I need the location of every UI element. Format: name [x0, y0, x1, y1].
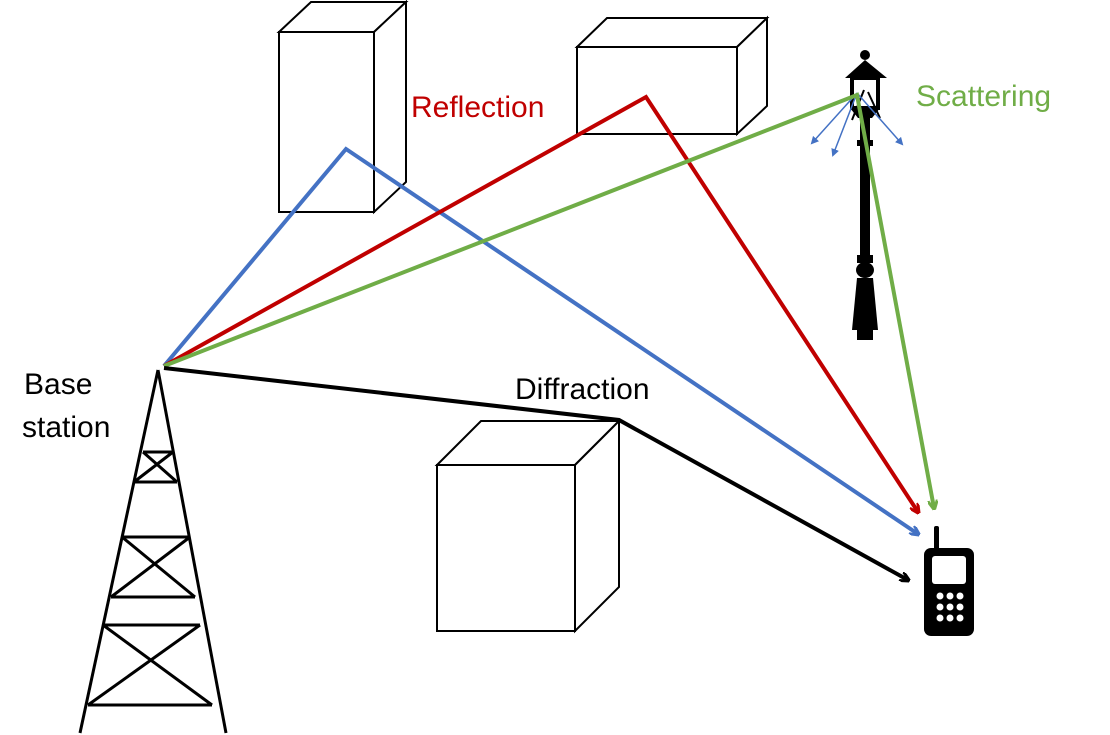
label-base-station-line2: station — [22, 411, 110, 444]
mobile-phone-icon — [924, 526, 974, 636]
scattering-path-green — [163, 92, 934, 508]
base-station-tower-icon — [78, 369, 228, 734]
building-tall — [276, 0, 409, 215]
building-wide — [574, 15, 770, 137]
label-diffraction: Diffraction — [515, 373, 650, 406]
label-reflection: Reflection — [411, 91, 544, 124]
reflection-path-red — [163, 94, 918, 512]
label-base-station-line1: Base — [24, 368, 92, 401]
scatter-arrows — [810, 92, 904, 157]
building-cube — [434, 418, 622, 634]
reflection-path-blue — [162, 146, 918, 534]
label-scattering: Scattering — [916, 80, 1051, 113]
street-lamp-icon — [845, 50, 887, 340]
diffraction-path — [163, 366, 908, 580]
